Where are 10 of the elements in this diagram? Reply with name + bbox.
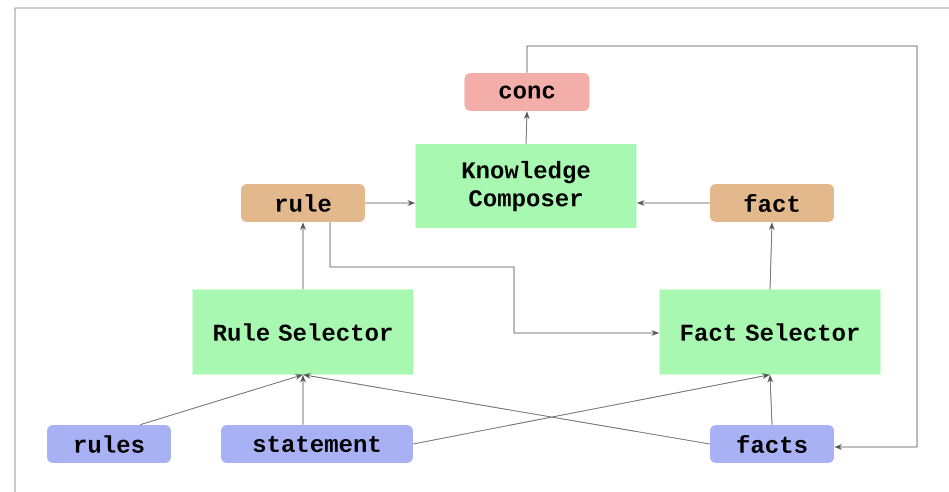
input-box: facts (710, 425, 834, 463)
process-box: Rule Selector (192, 290, 414, 374)
input-box: rules (47, 425, 171, 463)
process-box: Fact Selector (660, 290, 881, 374)
arrow (526, 46, 918, 450)
output-box: conc (464, 73, 590, 111)
output-box: rule (241, 184, 365, 222)
output-box: fact (710, 184, 834, 222)
input-box: statement (221, 425, 413, 463)
process-box: Knowledge Composer (416, 144, 636, 228)
